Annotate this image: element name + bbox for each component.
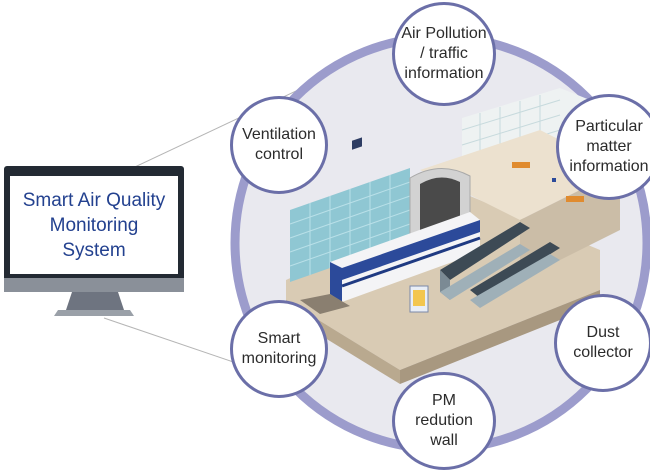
node-ventilation: Ventilation control: [230, 96, 328, 194]
node-ventilation-label: Ventilation control: [242, 126, 316, 163]
node-particular-matter-label: Particular matter information: [569, 118, 649, 175]
node-pm-wall-label: PM redution wall: [415, 392, 473, 449]
node-air-pollution: Air Pollution / traffic information: [392, 2, 496, 106]
node-dust-collector-label: Dust collector: [573, 324, 633, 361]
node-smart-monitoring-label: Smart monitoring: [241, 330, 317, 367]
subway-station-illustration: [286, 88, 620, 384]
node-pm-wall: PM redution wall: [392, 372, 496, 470]
monitor-illustration: [4, 166, 184, 316]
node-smart-monitoring: Smart monitoring: [230, 300, 328, 398]
monitor-screen-text: Smart Air Quality Monitoring System: [22, 189, 166, 261]
node-air-pollution-label: Air Pollution / traffic information: [401, 25, 487, 82]
node-dust-collector: Dust collector: [554, 294, 650, 392]
node-particular-matter: Particular matter information: [556, 94, 650, 200]
